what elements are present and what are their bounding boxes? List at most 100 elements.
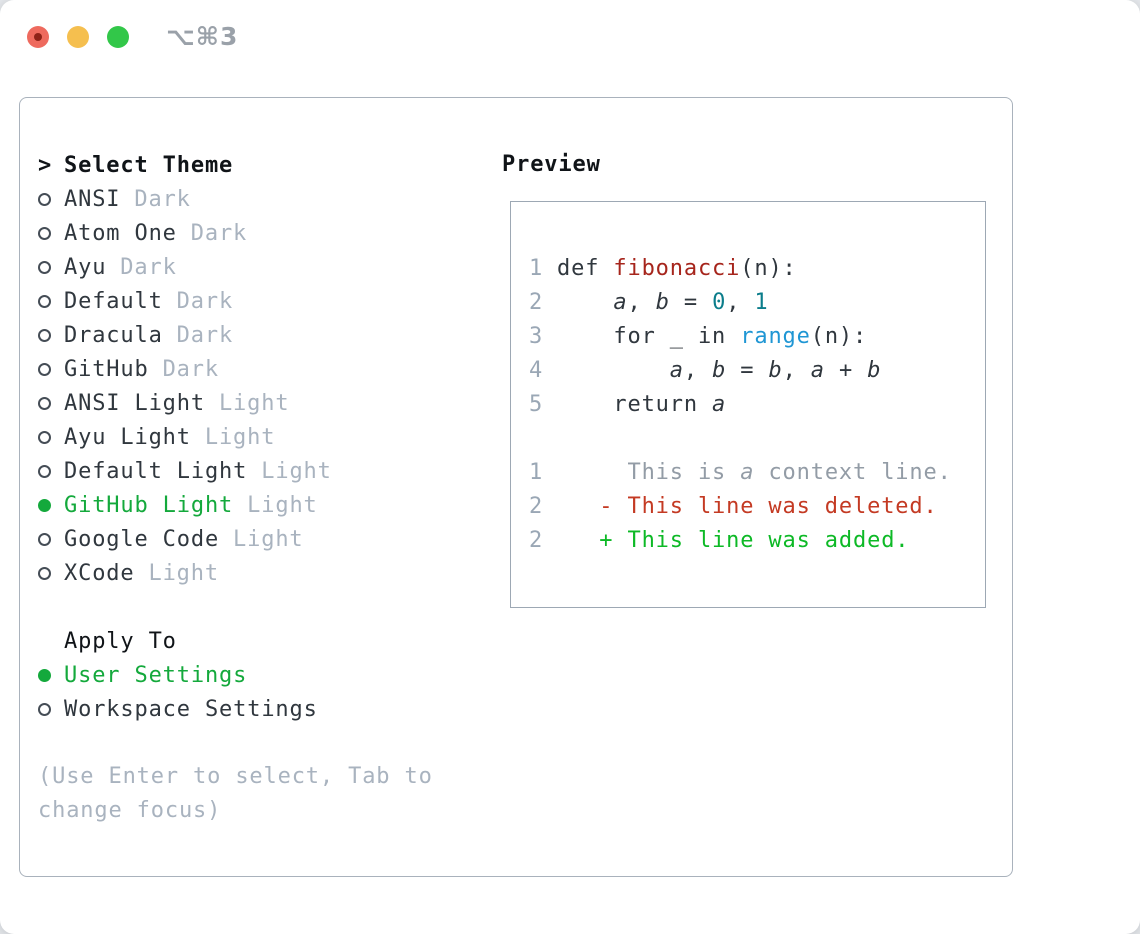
radio-icon[interactable]: [38, 328, 51, 342]
code-token: a: [712, 391, 727, 417]
theme-variant-tag: Dark: [176, 288, 234, 314]
theme-variant-tag: Light: [233, 526, 304, 552]
close-button[interactable]: [27, 26, 49, 48]
code-token: (n):: [740, 255, 797, 281]
preview-line: 1 This is a context line.: [529, 455, 952, 489]
theme-name: Ayu Light: [64, 424, 191, 450]
theme-name: Default Light: [64, 458, 248, 484]
radio-icon[interactable]: [38, 396, 51, 410]
apply-to-header: Apply To: [38, 624, 478, 658]
selection-cursor-icon: >: [38, 152, 53, 178]
preview-line: 3 for _ in range(n):: [529, 319, 952, 353]
theme-name: ANSI: [64, 186, 121, 212]
radio-icon[interactable]: [38, 430, 51, 444]
code-token: - This line was deleted.: [557, 493, 938, 519]
code-token: + This line was added.: [557, 527, 910, 553]
theme-variant-tag: Dark: [162, 356, 219, 382]
select-theme-title: Select Theme: [64, 152, 234, 178]
help-text-line-1: (Use Enter to select, Tab to: [38, 764, 433, 789]
code-token: fibonacci: [613, 255, 741, 281]
code-token: [557, 358, 670, 383]
code-token: 1: [754, 289, 769, 315]
code-token: ,: [627, 289, 656, 315]
code-token: b: [655, 289, 670, 315]
code-token: b: [768, 357, 783, 383]
theme-name: Google Code: [64, 526, 220, 552]
preview-title: Preview: [502, 152, 601, 177]
code-token: ,: [782, 357, 811, 383]
apply-option-workspace-settings[interactable]: Workspace Settings: [38, 692, 478, 726]
radio-icon[interactable]: [38, 226, 51, 240]
titlebar: ⌥⌘3: [0, 0, 1140, 74]
code-token: context line.: [754, 459, 952, 485]
radio-icon[interactable]: [38, 464, 51, 478]
radio-icon[interactable]: [38, 192, 51, 206]
theme-variant-tag: Light: [247, 492, 318, 518]
apply-option-label: User Settings: [64, 662, 248, 688]
theme-variant-tag: Light: [261, 458, 332, 484]
code-token: This is: [557, 459, 741, 485]
theme-variant-tag: Dark: [134, 186, 191, 212]
apply-option-label: Workspace Settings: [64, 696, 318, 722]
radio-icon[interactable]: [38, 294, 51, 308]
theme-name: Dracula: [64, 322, 163, 348]
theme-name: Default: [64, 288, 163, 314]
theme-option-github-light[interactable]: GitHub Light Light: [38, 488, 478, 522]
theme-option-google-code[interactable]: Google Code Light: [38, 522, 478, 556]
radio-icon[interactable]: [38, 566, 51, 580]
theme-option-ansi[interactable]: ANSI Dark: [38, 182, 478, 216]
theme-option-default-light[interactable]: Default Light Light: [38, 454, 478, 488]
code-token: range: [740, 323, 811, 349]
theme-option-ayu[interactable]: Ayu Dark: [38, 250, 478, 284]
preview-line: 4 a, b = b, a + b: [529, 353, 952, 387]
code-token: (n):: [810, 323, 868, 349]
line-number: 3: [529, 323, 544, 349]
help-text-line-2: change focus): [38, 798, 222, 823]
zoom-button[interactable]: [107, 26, 129, 48]
theme-variant-tag: Dark: [120, 254, 177, 280]
line-number: 1: [529, 459, 544, 485]
code-token: a: [669, 357, 684, 383]
theme-name: XCode: [64, 560, 135, 586]
minimize-button[interactable]: [67, 26, 89, 48]
theme-name: ANSI Light: [64, 390, 205, 416]
radio-icon[interactable]: [38, 668, 51, 682]
line-number: 4: [529, 357, 544, 383]
code-token: a: [810, 357, 825, 383]
code-token: [557, 290, 613, 315]
spacer: [38, 590, 478, 624]
theme-variant-tag: Dark: [190, 220, 248, 246]
code-token: =: [726, 357, 769, 383]
code-token: a: [613, 289, 628, 315]
radio-icon[interactable]: [38, 702, 51, 716]
theme-name: GitHub: [64, 356, 149, 382]
preview-line: 5 return a: [529, 387, 952, 421]
theme-option-default[interactable]: Default Dark: [38, 284, 478, 318]
code-token: ,: [726, 289, 755, 315]
radio-icon[interactable]: [38, 260, 51, 274]
preview-line: 2 - This line was deleted.: [529, 489, 952, 523]
radio-icon[interactable]: [38, 532, 51, 546]
code-token: a: [740, 459, 755, 485]
spacer: [38, 726, 478, 760]
radio-icon[interactable]: [38, 498, 51, 512]
theme-name: Ayu: [64, 254, 107, 280]
radio-icon[interactable]: [38, 362, 51, 376]
preview-line: 2 + This line was added.: [529, 523, 952, 557]
apply-to-title: Apply To: [64, 628, 177, 654]
theme-name: GitHub Light: [64, 492, 234, 518]
code-token: ,: [683, 357, 713, 383]
theme-option-github[interactable]: GitHub Dark: [38, 352, 478, 386]
apply-option-user-settings[interactable]: User Settings: [38, 658, 478, 692]
